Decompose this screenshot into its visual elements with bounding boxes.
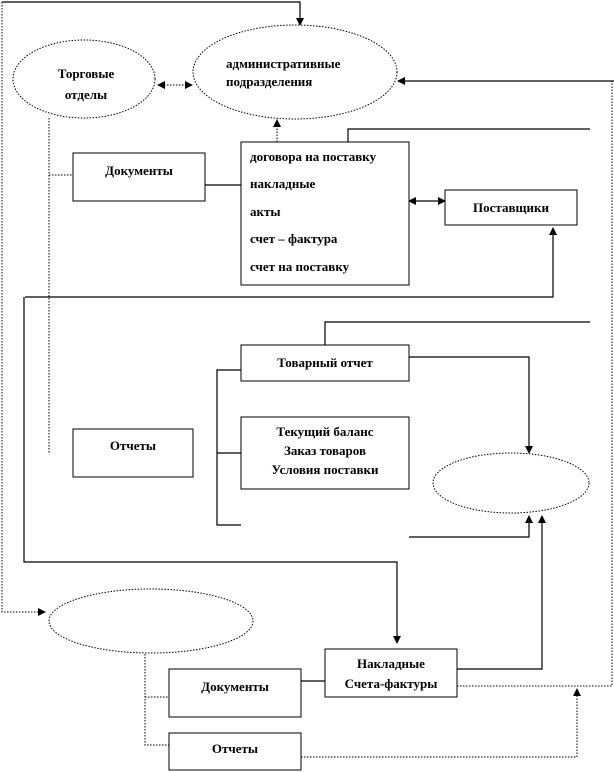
admin-units-line1: административные — [226, 56, 341, 71]
goods-report-to-ellipse — [409, 356, 533, 454]
left-border-connector — [1, 2, 46, 616]
document-item: счет – фактура — [250, 231, 338, 246]
report-item: Условия поставки — [272, 462, 379, 477]
reports-bracket — [216, 369, 241, 526]
empty-ellipse-bottom — [48, 588, 254, 654]
suppliers-label: Поставщики — [473, 200, 549, 215]
trade-departments-line2: отделы — [65, 87, 107, 102]
document-item: накладные — [250, 176, 315, 191]
reports-left-label: Отчеты — [110, 438, 156, 453]
invoices-to-ellipse-connector — [457, 515, 546, 670]
documents-bottom-box: Документы — [168, 668, 302, 718]
document-list-box: договора на поставку накладные акты счет… — [240, 141, 410, 286]
contracts-top-connector — [347, 128, 590, 142]
empty-ellipse-right — [432, 452, 590, 514]
trade-departments-node: Торговые отделы — [12, 39, 156, 119]
report-item: Заказ товаров — [284, 443, 366, 458]
goods-report-box: Товарный отчет — [240, 344, 410, 382]
documents-top-label: Документы — [105, 163, 173, 178]
top-connector — [2, 1, 304, 26]
report-list-box: Текущий баланс Заказ товаров Условия пос… — [240, 416, 410, 490]
document-item: счет на поставку — [250, 259, 350, 274]
invoices-box: Накладные Счета-фактуры — [324, 648, 458, 698]
connectors — [1, 1, 614, 758]
document-item: договора на поставку — [250, 149, 377, 164]
document-item: акты — [250, 204, 281, 219]
trade-departments-line1: Торговые — [58, 66, 115, 81]
reports-bottom-label: Отчеты — [212, 741, 258, 756]
left-to-invoices-connector — [23, 297, 401, 644]
suppliers-box: Поставщики — [444, 189, 578, 226]
documents-top-box: Документы — [72, 152, 206, 202]
invoices-line1: Накладные — [357, 656, 425, 671]
reports-left-box: Отчеты — [72, 428, 194, 478]
admin-units-line2: подразделения — [226, 74, 312, 89]
goods-report-top-connector — [324, 321, 590, 345]
admin-units-node: административные подразделения — [192, 24, 398, 120]
lower-to-ellipse-connector — [409, 515, 533, 538]
bottom-branch-connector — [144, 654, 169, 746]
reports-bottom-box: Отчеты — [168, 732, 302, 771]
report-item: Текущий баланс — [276, 424, 373, 439]
reports-bottom-connector — [301, 688, 581, 758]
goods-report-label: Товарный отчет — [277, 355, 373, 370]
to-suppliers-connector — [25, 227, 557, 298]
invoices-line2: Счета-фактуры — [345, 676, 438, 691]
invoices-right-connector — [457, 81, 613, 687]
documents-bottom-label: Документы — [201, 679, 269, 694]
